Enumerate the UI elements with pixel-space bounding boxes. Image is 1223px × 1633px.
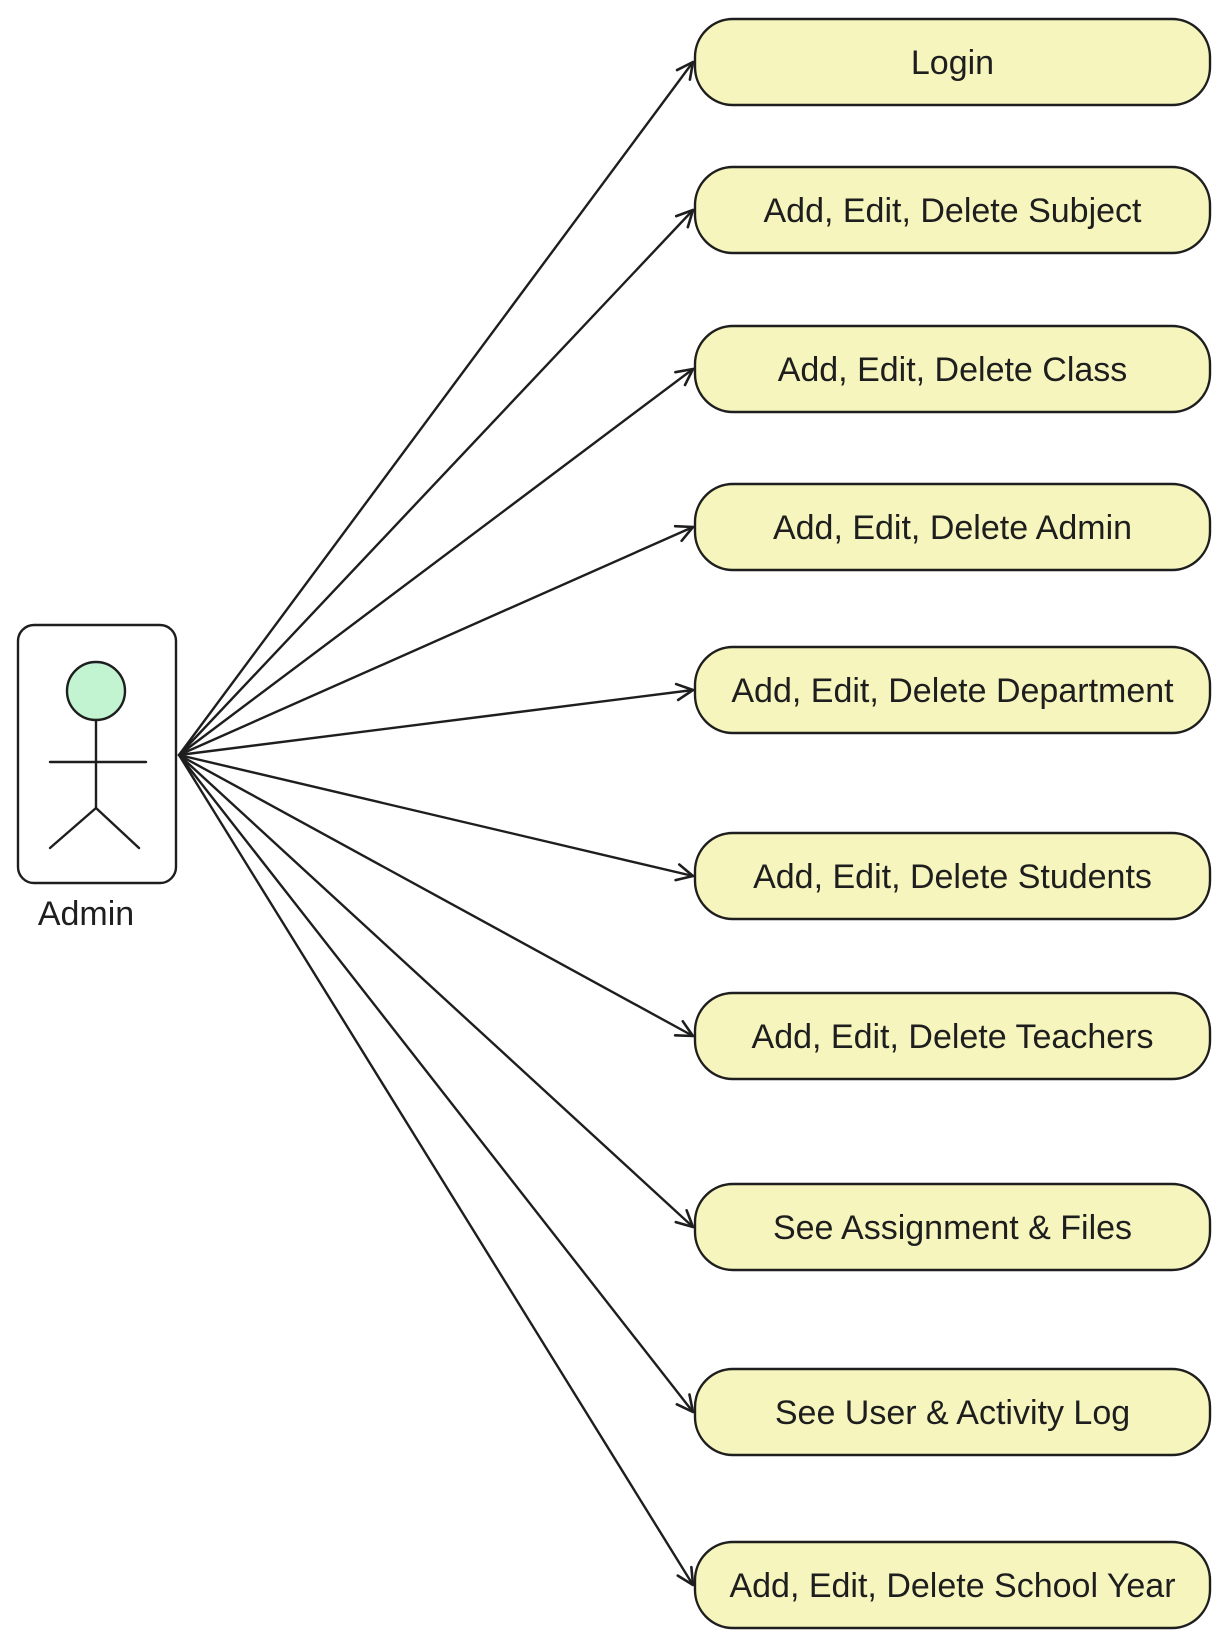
arrow-to-teachers xyxy=(177,753,695,1038)
use-case-department: Add, Edit, Delete Department xyxy=(693,645,1212,735)
use-case-students: Add, Edit, Delete Students xyxy=(693,831,1212,921)
use-case-label: Add, Edit, Delete Students xyxy=(753,858,1152,896)
use-case-box xyxy=(693,1367,1212,1457)
use-case-box xyxy=(693,1182,1212,1272)
use-case-login: Login xyxy=(693,17,1212,107)
use-case-box xyxy=(693,165,1212,255)
use-case-class: Add, Edit, Delete Class xyxy=(693,324,1212,414)
use-case-box xyxy=(693,645,1212,735)
use-case-admin: Add, Edit, Delete Admin xyxy=(693,482,1212,572)
use-case-activity-log: See User & Activity Log xyxy=(693,1367,1212,1457)
use-case-label: Add, Edit, Delete Subject xyxy=(763,192,1142,230)
use-case-label: See User & Activity Log xyxy=(775,1394,1130,1432)
arrow-to-class xyxy=(177,367,695,757)
actor-head xyxy=(65,660,127,722)
use-case-label: Login xyxy=(911,44,994,82)
arrow-to-admin xyxy=(177,524,695,757)
arrow-to-login xyxy=(177,60,695,757)
use-case-label: Add, Edit, Delete Admin xyxy=(773,509,1132,547)
use-case-label: Add, Edit, Delete Teachers xyxy=(752,1018,1154,1056)
use-case-box xyxy=(693,1540,1212,1630)
use-case-school-year: Add, Edit, Delete School Year xyxy=(693,1540,1212,1630)
use-case-label: Add, Edit, Delete Department xyxy=(731,672,1174,710)
use-case-label: See Assignment & Files xyxy=(773,1209,1132,1247)
use-case-box xyxy=(693,831,1212,921)
use-case-teachers: Add, Edit, Delete Teachers xyxy=(693,991,1212,1081)
arrow-to-school-year xyxy=(177,753,695,1587)
use-case-subject: Add, Edit, Delete Subject xyxy=(693,165,1212,255)
arrow-to-department xyxy=(177,682,695,757)
association-arrows xyxy=(177,60,695,1587)
stick-figure-icon xyxy=(48,660,148,850)
actor-admin: Admin xyxy=(16,623,178,933)
use-case-box xyxy=(693,17,1212,107)
use-case-box xyxy=(693,482,1212,572)
arrow-to-activity-log xyxy=(177,753,695,1414)
actor-label: Admin xyxy=(38,895,134,933)
use-case-box xyxy=(693,991,1212,1081)
use-case-label: Add, Edit, Delete School Year xyxy=(729,1567,1175,1605)
use-case-box xyxy=(693,324,1212,414)
arrow-to-assignment xyxy=(177,753,695,1229)
use-case-label: Add, Edit, Delete Class xyxy=(778,351,1128,389)
arrow-to-subject xyxy=(177,208,695,757)
use-case-assignment: See Assignment & Files xyxy=(693,1182,1212,1272)
arrow-to-students xyxy=(177,753,695,882)
